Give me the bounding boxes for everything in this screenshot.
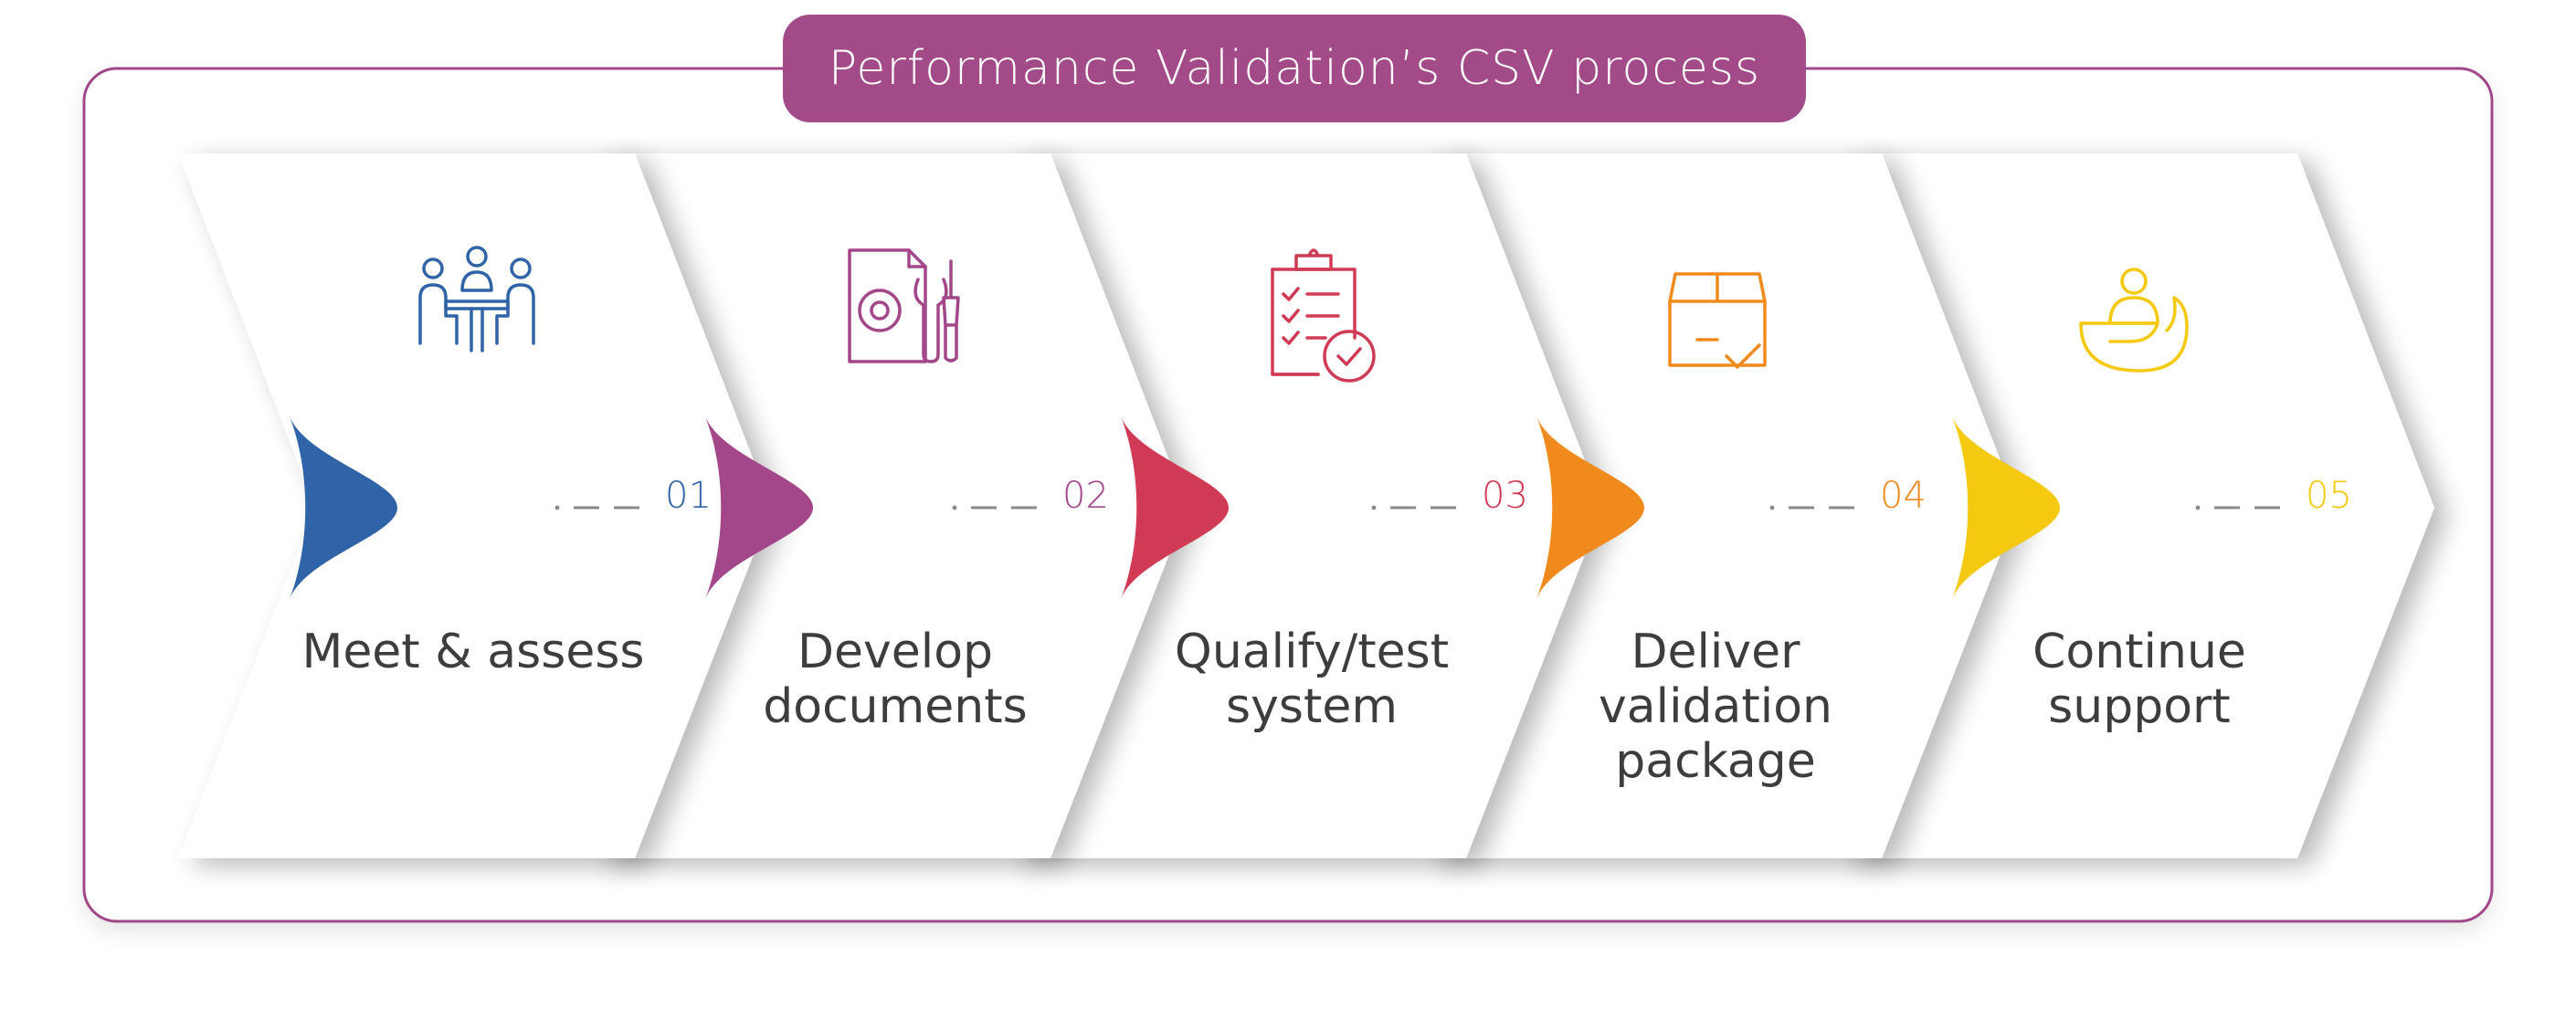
step-4-number: 04 <box>1880 475 1927 517</box>
hand-support-icon <box>2079 268 2189 373</box>
step-5-number: 05 <box>2306 475 2352 517</box>
step-2-number: 02 <box>1062 475 1109 517</box>
step-3-dash-dot <box>1371 505 1377 510</box>
meeting-people-icon <box>418 246 535 352</box>
step-4-label-line-2: validation <box>1598 679 1832 734</box>
step-2-label: Develop documents <box>703 625 1087 734</box>
document-tools-icon <box>848 248 960 363</box>
step-1-number: 01 <box>665 475 712 517</box>
step-4-label-line-1: Deliver <box>1631 625 1800 679</box>
step-4-dash-dot <box>1769 505 1775 510</box>
step-5-marker <box>1952 416 2060 599</box>
diagram-title: Performance Validation’s CSV process <box>783 15 1806 122</box>
step-5-label: Continue support <box>1948 625 2331 734</box>
step-1-chevron <box>178 153 772 858</box>
step-3-number: 03 <box>1482 475 1528 517</box>
step-2-marker <box>705 416 813 599</box>
step-4-label: Deliver validation package <box>1524 625 1907 789</box>
marker-group <box>290 416 2060 599</box>
clipboard-check-icon <box>1271 248 1376 383</box>
step-2-label-line-2: documents <box>763 679 1028 734</box>
step-5-chevron <box>1841 153 2434 858</box>
step-1-dash-dot <box>554 505 560 510</box>
step-4-chevron <box>1425 153 2019 858</box>
dash-group <box>554 505 2280 510</box>
step-2-dash-dot <box>952 505 957 510</box>
icon-group <box>418 246 2189 383</box>
step-3-label: Qualify/test system <box>1120 625 1504 734</box>
step-1-label: Meet & assess <box>281 625 665 679</box>
step-4-marker <box>1536 416 1644 599</box>
step-5-label-line-1: Continue <box>2032 625 2246 679</box>
step-1-label-line-1: Meet & assess <box>301 625 645 679</box>
chevron-group <box>178 153 2434 858</box>
step-1-marker <box>290 416 397 599</box>
step-3-marker <box>1121 416 1229 599</box>
step-5-dash-dot <box>2195 505 2201 510</box>
step-5-label-line-2: support <box>2048 679 2231 734</box>
step-2-chevron <box>594 153 1188 858</box>
step-3-label-line-1: Qualify/test <box>1174 625 1450 679</box>
package-check-icon <box>1668 272 1767 369</box>
step-2-label-line-1: Develop <box>797 625 994 679</box>
step-3-label-line-2: system <box>1226 679 1398 734</box>
step-3-chevron <box>1009 153 1603 858</box>
step-4-label-line-3: package <box>1615 734 1816 789</box>
